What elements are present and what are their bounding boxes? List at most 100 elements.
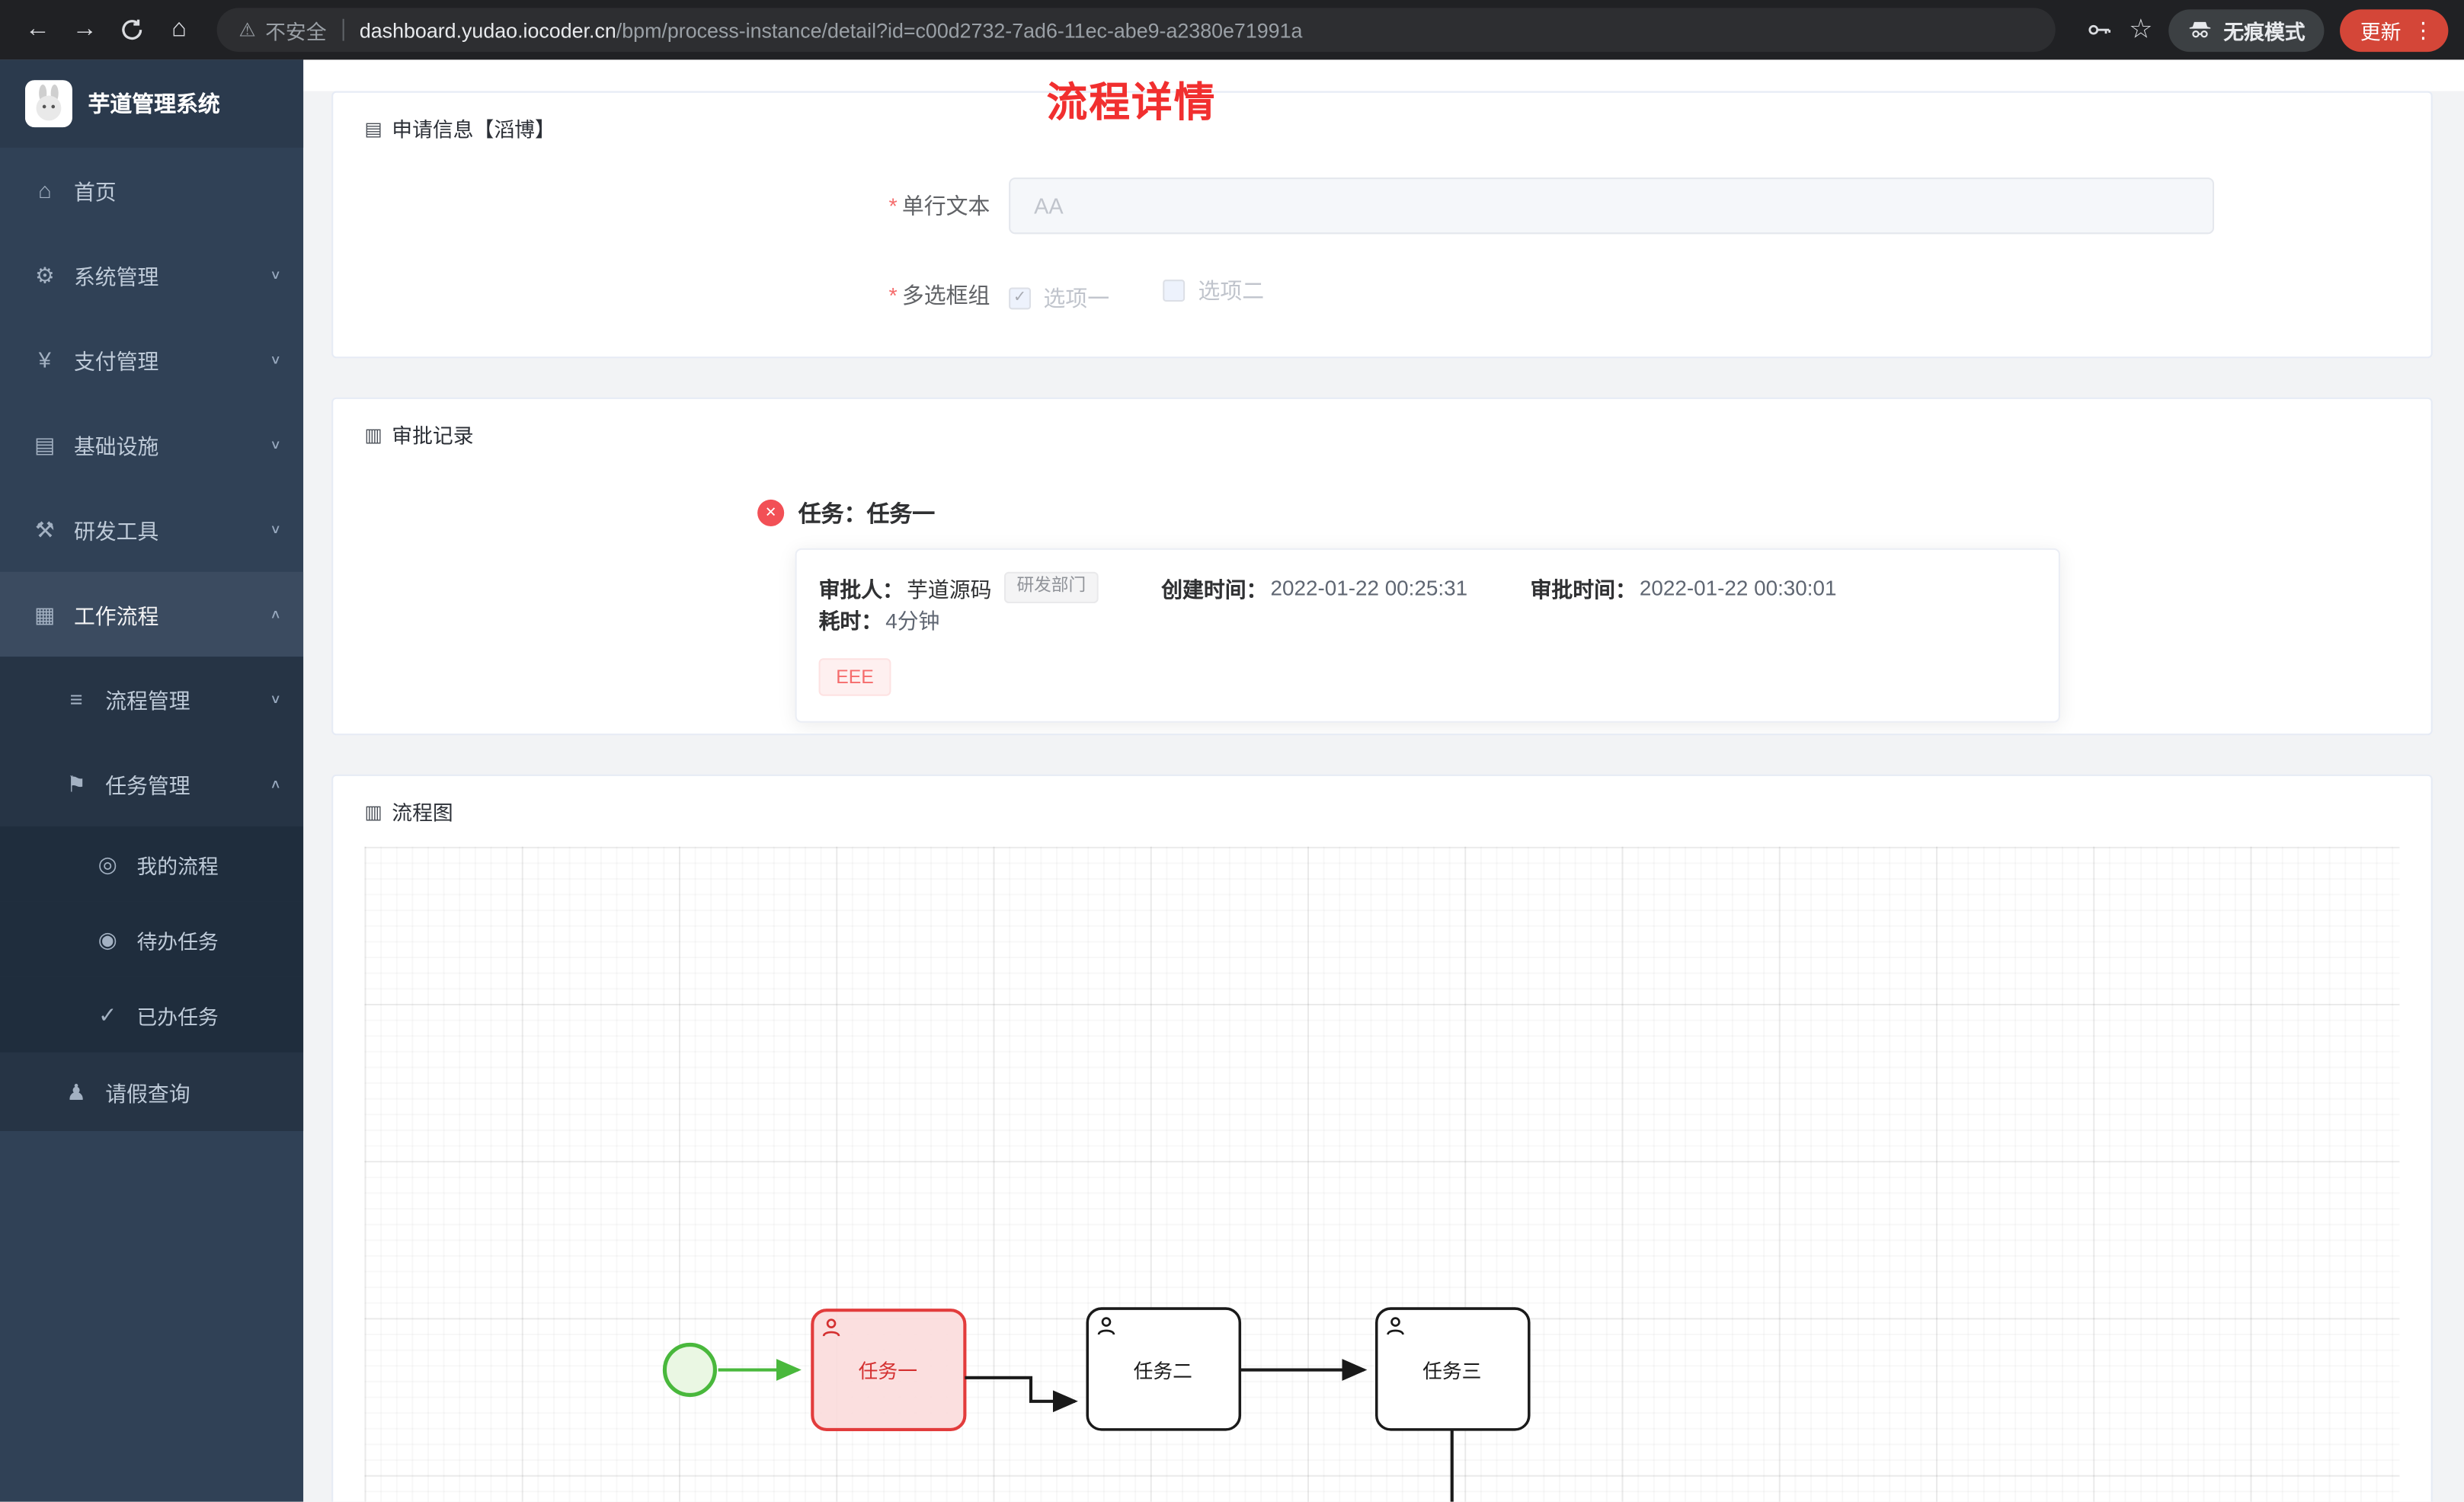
back-button[interactable]: ←: [25, 15, 50, 43]
bpmn-diagram: 任务一 任务二: [662, 1307, 1531, 1502]
sidebar: 芋道管理系统 ⌂ 首页 ⚙ 系统管理 ∨ ¥ 支付管理 ∨ ▤ 基础设施 ∨ ⚒…: [0, 59, 304, 1502]
eye-icon: ◉: [98, 925, 117, 951]
incognito-label: 无痕模式: [2223, 19, 2306, 43]
duration-value: 4分钟: [885, 609, 940, 634]
chevron-down-icon: ∨: [270, 692, 282, 706]
single-line-text-input[interactable]: [1009, 177, 2215, 235]
sidebar-item-label: 研发工具: [73, 519, 159, 544]
home-button[interactable]: ⌂: [171, 15, 187, 43]
app-title: 芋道管理系统: [88, 91, 220, 117]
not-secure-warning-icon: ⚠: [238, 18, 256, 41]
checkbox-option-two[interactable]: 选项二: [1163, 275, 1264, 306]
checkbox-option-one[interactable]: ✓ 选项一: [1009, 283, 1109, 314]
user-task-icon: [1387, 1317, 1404, 1335]
sidebar-item-label: 待办任务: [136, 928, 219, 953]
sidebar-item-todo-tasks[interactable]: ◉ 待办任务: [0, 901, 304, 977]
approval-record-title: 审批记录: [392, 423, 474, 448]
duration-label: 耗时：: [818, 609, 883, 634]
process-diagram-title: 流程图: [392, 801, 453, 825]
checkbox-label: 选项一: [1043, 286, 1110, 312]
sidebar-item-label: 请假查询: [105, 1082, 190, 1106]
incognito-icon: [2187, 18, 2213, 43]
sidebar-item-system-management[interactable]: ⚙ 系统管理 ∨: [0, 232, 303, 317]
checkbox-unchecked-icon: [1163, 280, 1186, 302]
task-label: 任务二: [1134, 1360, 1192, 1382]
app-logo-row[interactable]: 芋道管理系统: [0, 59, 304, 148]
url-path: /bpm/process-instance/detail?id=c00d2732…: [616, 18, 1303, 42]
required-mark: *: [888, 282, 898, 308]
chevron-down-icon: ∨: [270, 267, 282, 283]
start-event[interactable]: [662, 1342, 718, 1398]
bpmn-canvas[interactable]: 任务一 任务二: [364, 846, 2400, 1502]
form-item-single-line-text: *单行文本: [333, 177, 2430, 235]
chevron-up-icon: ∧: [270, 777, 282, 791]
not-secure-label: 不安全: [265, 19, 327, 43]
sidebar-item-done-tasks[interactable]: ✓ 已办任务: [0, 976, 304, 1053]
sidebar-item-my-process[interactable]: ◎ 我的流程: [0, 826, 304, 902]
tools-icon: ⚒: [34, 516, 55, 542]
chevron-up-icon: ∧: [270, 607, 282, 622]
omnibox-divider: [342, 18, 344, 41]
grid-icon: ▤: [34, 431, 56, 457]
process-diagram-card: ▥ 流程图: [331, 774, 2433, 1502]
incognito-badge[interactable]: 无痕模式: [2168, 8, 2325, 52]
browser-menu-icon[interactable]: ⋮: [2411, 16, 2434, 42]
sidebar-item-home[interactable]: ⌂ 首页: [0, 148, 303, 232]
check-icon: ✓: [98, 1001, 117, 1027]
field-label: *单行文本: [333, 190, 1009, 222]
sidebar-item-label: 工作流程: [73, 605, 159, 628]
sidebar-item-dev-tools[interactable]: ⚒ 研发工具 ∨: [0, 487, 303, 571]
created-time-group: 创建时间： 2022-01-22 00:25:31: [1161, 572, 1467, 603]
approval-detail-row: 审批人： 芋道源码 研发部门 创建时间： 2022-01-22 00:25:31…: [819, 572, 2037, 635]
sidebar-item-label: 基础设施: [73, 435, 159, 459]
user-task-icon: [822, 1318, 840, 1337]
task-node-2[interactable]: 任务二: [1086, 1307, 1242, 1431]
update-button[interactable]: 更新 ⋮: [2340, 8, 2449, 52]
home-icon: ⌂: [38, 177, 52, 203]
sidebar-item-label: 支付管理: [73, 350, 159, 374]
sidebar-item-label: 任务管理: [105, 774, 190, 798]
task-label: 任务三: [1422, 1360, 1481, 1382]
flag-icon: ⚑: [66, 770, 86, 796]
update-label: 更新: [2360, 19, 2402, 43]
sidebar-item-label: 我的流程: [136, 853, 219, 877]
department-tag: 研发部门: [1003, 572, 1099, 603]
task-node-1[interactable]: 任务一: [811, 1309, 967, 1431]
checkbox-label: 选项二: [1198, 278, 1265, 304]
process-icon: ◎: [98, 850, 117, 876]
duration-group: 耗时： 4分钟: [819, 603, 940, 634]
created-time-label: 创建时间：: [1161, 578, 1268, 602]
field-label-text: 多选框组: [901, 282, 990, 308]
approval-record-card: ▥ 审批记录 ✕ 任务：任务一 审批人： 芋道源码 研发部门: [331, 397, 2433, 736]
sidebar-item-payment-management[interactable]: ¥ 支付管理 ∨: [0, 318, 303, 402]
person-icon: ♟: [66, 1078, 86, 1104]
gear-icon: ⚙: [34, 261, 55, 287]
process-diagram-header: ▥ 流程图: [333, 776, 2430, 839]
form-item-checkbox-group: *多选框组 ✓ 选项一 选项二: [333, 275, 2430, 315]
approved-time-value: 2022-01-22 00:30:01: [1639, 575, 1837, 599]
apply-form: *单行文本 *多选框组 ✓ 选项一: [333, 155, 2430, 314]
diagram-icon: ▥: [364, 800, 382, 823]
sidebar-item-label: 流程管理: [105, 689, 190, 714]
chevron-down-icon: ∨: [270, 353, 282, 367]
list-icon: ≡: [69, 686, 83, 712]
bookmark-star-icon[interactable]: ☆: [2129, 14, 2153, 44]
sidebar-item-task-management[interactable]: ⚑ 任务管理 ∧: [0, 741, 304, 826]
approval-record-header: ▥ 审批记录: [333, 399, 2430, 462]
forward-button[interactable]: →: [72, 15, 98, 43]
sidebar-item-workflow[interactable]: ▦ 工作流程 ∧: [0, 571, 304, 657]
sidebar-item-infrastructure[interactable]: ▤ 基础设施 ∨: [0, 402, 303, 487]
password-key-icon[interactable]: [2085, 16, 2113, 44]
sidebar-item-process-management[interactable]: ≡ 流程管理 ∨: [0, 657, 304, 742]
task-node-3[interactable]: 任务三: [1374, 1307, 1531, 1431]
yen-icon: ¥: [38, 347, 51, 372]
address-bar[interactable]: ⚠ 不安全 dashboard.yudao.iocoder.cn /bpm/pr…: [216, 8, 2056, 53]
field-label: *多选框组: [333, 279, 1009, 310]
reload-button[interactable]: [110, 8, 154, 52]
record-icon: ▥: [364, 423, 382, 446]
sidebar-item-label: 已办任务: [136, 1004, 219, 1028]
sidebar-item-leave-query[interactable]: ♟ 请假查询: [0, 1052, 304, 1131]
chevron-down-icon: ∨: [270, 437, 282, 452]
approver-name: 芋道源码: [907, 578, 992, 602]
